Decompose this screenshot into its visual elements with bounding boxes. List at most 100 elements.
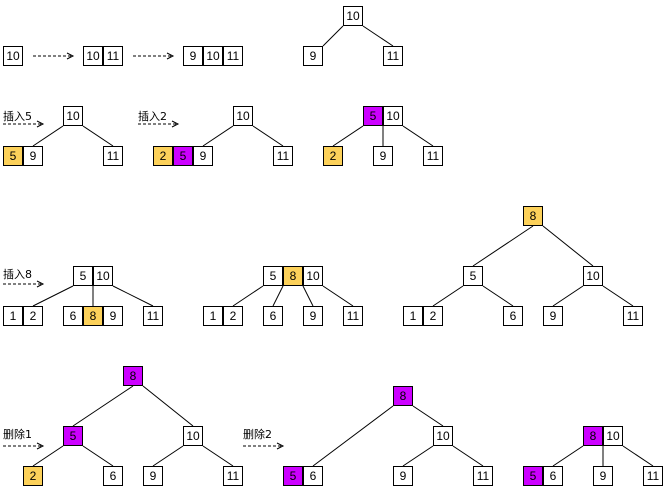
key-cell: 1 [3, 306, 23, 326]
tree-edge [232, 285, 264, 307]
tree-edge [32, 125, 64, 147]
key-cell: 6 [263, 306, 283, 326]
key-cell-highlighted: 8 [83, 306, 103, 326]
tree-edge [322, 285, 354, 307]
key-cell: 10 [343, 6, 363, 26]
key-cell: 10 [3, 46, 23, 66]
key-cell-highlighted: 5 [283, 466, 303, 486]
tree-edge [142, 385, 194, 427]
arrow-head [166, 52, 175, 60]
key-cell: 11 [423, 146, 443, 166]
key-cell: 9 [373, 146, 393, 166]
key-cell: 9 [193, 146, 213, 166]
tree-edge [412, 405, 444, 427]
key-cell: 11 [473, 466, 493, 486]
tree-edge [482, 285, 514, 307]
key-cell: 9 [543, 306, 563, 326]
tree-edge [622, 445, 654, 467]
key-cell: 2 [23, 306, 43, 326]
tree-edge [272, 285, 284, 307]
key-cell: 10 [303, 266, 323, 286]
arrow-head [36, 120, 45, 128]
key-cell: 10 [63, 106, 83, 126]
key-cell: 2 [223, 306, 243, 326]
key-cell: 5 [463, 266, 483, 286]
tree-edge [252, 125, 284, 147]
tree-edge [32, 445, 64, 467]
key-cell: 11 [103, 46, 123, 66]
arrow-head [171, 120, 180, 128]
tree-edge [82, 445, 114, 467]
key-cell-highlighted: 2 [23, 466, 43, 486]
tree-edge [432, 285, 464, 307]
key-cell: 9 [303, 306, 323, 326]
arrow-head [36, 442, 45, 450]
key-cell: 11 [383, 46, 403, 66]
key-cell: 2 [423, 306, 443, 326]
key-cell-highlighted: 2 [323, 146, 343, 166]
tree-edge [362, 25, 394, 47]
key-cell-highlighted: 2 [153, 146, 173, 166]
key-cell: 11 [643, 466, 663, 486]
tree-edge [152, 445, 184, 467]
key-cell: 9 [143, 466, 163, 486]
key-cell-highlighted: 8 [393, 386, 413, 406]
key-cell-highlighted: 8 [123, 366, 143, 386]
key-cell: 6 [63, 306, 83, 326]
key-cell: 5 [263, 266, 283, 286]
key-cell: 6 [503, 306, 523, 326]
tree-edge [82, 125, 114, 147]
key-cell: 11 [223, 46, 243, 66]
arrow-head [66, 52, 75, 60]
key-cell: 6 [543, 466, 563, 486]
tree-edge [552, 285, 584, 307]
key-cell: 11 [223, 466, 243, 486]
tree-edge [72, 385, 134, 427]
key-cell: 9 [103, 306, 123, 326]
tree-edge [552, 445, 584, 467]
key-cell: 11 [343, 306, 363, 326]
key-cell: 10 [93, 266, 113, 286]
key-cell: 10 [433, 426, 453, 446]
tree-edge [32, 285, 74, 307]
key-cell: 10 [583, 266, 603, 286]
key-cell-highlighted: 5 [363, 106, 383, 126]
key-cell-highlighted: 8 [283, 266, 303, 286]
key-cell: 1 [403, 306, 423, 326]
tree-edge [452, 445, 484, 467]
key-cell: 9 [23, 146, 43, 166]
key-cell-highlighted: 5 [523, 466, 543, 486]
key-cell: 9 [303, 46, 323, 66]
tree-edge [202, 125, 234, 147]
key-cell: 10 [183, 426, 203, 446]
key-cell: 11 [103, 146, 123, 166]
tree-edge [302, 285, 314, 307]
key-cell: 9 [393, 466, 413, 486]
label-insert-5: 插入5 [3, 110, 32, 123]
label-delete-1: 删除1 [3, 428, 32, 441]
key-cell-highlighted: 5 [3, 146, 23, 166]
tree-edge [402, 445, 434, 467]
key-cell: 1 [203, 306, 223, 326]
key-cell-highlighted: 5 [63, 426, 83, 446]
label-delete-2: 删除2 [243, 428, 272, 441]
key-cell: 10 [603, 426, 623, 446]
key-cell: 10 [203, 46, 223, 66]
tree-edge [312, 405, 394, 467]
label-insert-8: 插入8 [3, 268, 32, 281]
label-insert-2: 插入2 [138, 110, 167, 123]
tree-edge [542, 225, 594, 267]
key-cell-highlighted: 8 [523, 206, 543, 226]
tree-edge [322, 25, 344, 47]
key-cell: 10 [83, 46, 103, 66]
key-cell-highlighted: 5 [173, 146, 193, 166]
arrow-head [276, 442, 285, 450]
key-cell: 10 [383, 106, 403, 126]
key-cell: 10 [233, 106, 253, 126]
tree-edge [402, 125, 434, 147]
key-cell: 9 [593, 466, 613, 486]
key-cell: 11 [273, 146, 293, 166]
key-cell: 9 [183, 46, 203, 66]
